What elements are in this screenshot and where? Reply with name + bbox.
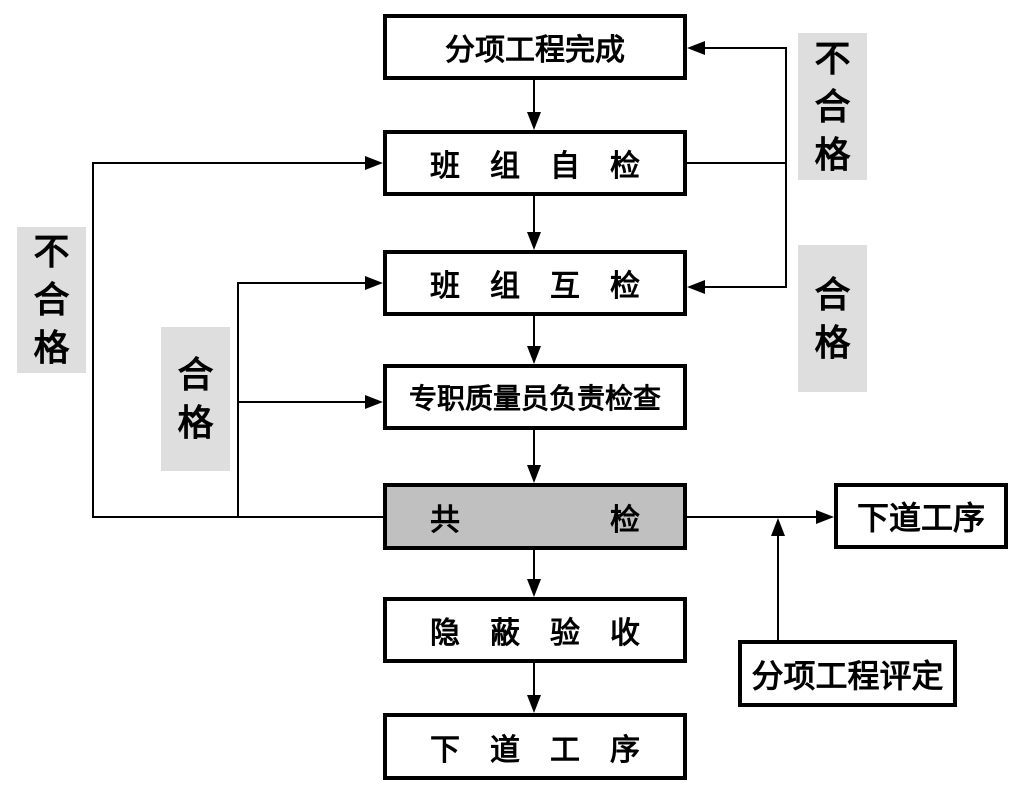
edge-right-qualified-to-mutual-line: [703, 286, 786, 288]
arrow-mutual-to-officer-line: [533, 316, 535, 348]
edge-right-qualified-to-mutual-head-icon: [687, 280, 705, 294]
arrow-complete-to-self-line: [533, 80, 535, 114]
node-team-mutual-check: 班 组 互 检: [383, 250, 687, 316]
node-concealed-acceptance: 隐 蔽 验 收: [383, 597, 687, 663]
edge-label-right-qualified: 合格: [798, 245, 867, 392]
arrow-complete-to-self-head-icon: [527, 112, 541, 130]
edge-left-unqualified-to-self-head-icon: [365, 156, 383, 170]
node-joint-check: 共 检: [383, 483, 687, 550]
arrow-officer-to-joint-head-icon: [527, 465, 541, 483]
node-next-process-side: 下道工序: [834, 483, 1008, 549]
edge-evaluation-up-line: [777, 534, 779, 640]
edge-joint-to-next-process-side-head-icon: [816, 510, 834, 524]
edge-right-unqualified-to-complete-line: [703, 47, 786, 49]
arrow-self-to-mutual-line: [533, 196, 535, 234]
edge-left-unqualified-vertical-line: [92, 162, 94, 518]
arrow-mutual-to-officer-head-icon: [527, 346, 541, 364]
node-next-process: 下 道 工 序: [383, 713, 687, 780]
edge-right-unqualified-to-complete-head-icon: [687, 41, 705, 55]
arrow-officer-to-joint-line: [533, 430, 535, 467]
arrow-concealed-to-next-line: [533, 663, 535, 697]
node-subproject-evaluation: 分项工程评定: [738, 640, 957, 707]
edge-right-loop-vertical-line: [785, 47, 787, 288]
node-subproject-complete: 分项工程完成: [383, 14, 687, 80]
edge-left-qualified-to-officer-head-icon: [365, 395, 383, 409]
edge-label-right-unqualified: 不合格: [798, 33, 867, 180]
edge-label-left-qualified: 合格: [161, 327, 230, 471]
edge-left-qualified-to-mutual-line: [237, 282, 367, 284]
edge-joint-to-next-process-side-line: [687, 516, 818, 518]
edge-left-unqualified-to-self-line: [92, 162, 367, 164]
arrow-joint-to-concealed-line: [533, 550, 535, 581]
node-quality-officer-check: 专职质量员负责检查: [383, 364, 687, 430]
edge-evaluation-up-head-icon: [771, 518, 785, 536]
edge-left-qualified-to-officer-line: [237, 401, 367, 403]
node-team-self-check: 班 组 自 检: [383, 130, 687, 196]
arrow-self-to-mutual-head-icon: [527, 232, 541, 250]
edge-left-qualified-to-mutual-head-icon: [365, 276, 383, 290]
edge-label-left-unqualified: 不合格: [17, 227, 86, 373]
arrow-concealed-to-next-head-icon: [527, 695, 541, 713]
arrow-joint-to-concealed-head-icon: [527, 579, 541, 597]
edge-self-check-right-out-line: [687, 162, 787, 164]
edge-left-qualified-vertical-line: [237, 282, 239, 518]
